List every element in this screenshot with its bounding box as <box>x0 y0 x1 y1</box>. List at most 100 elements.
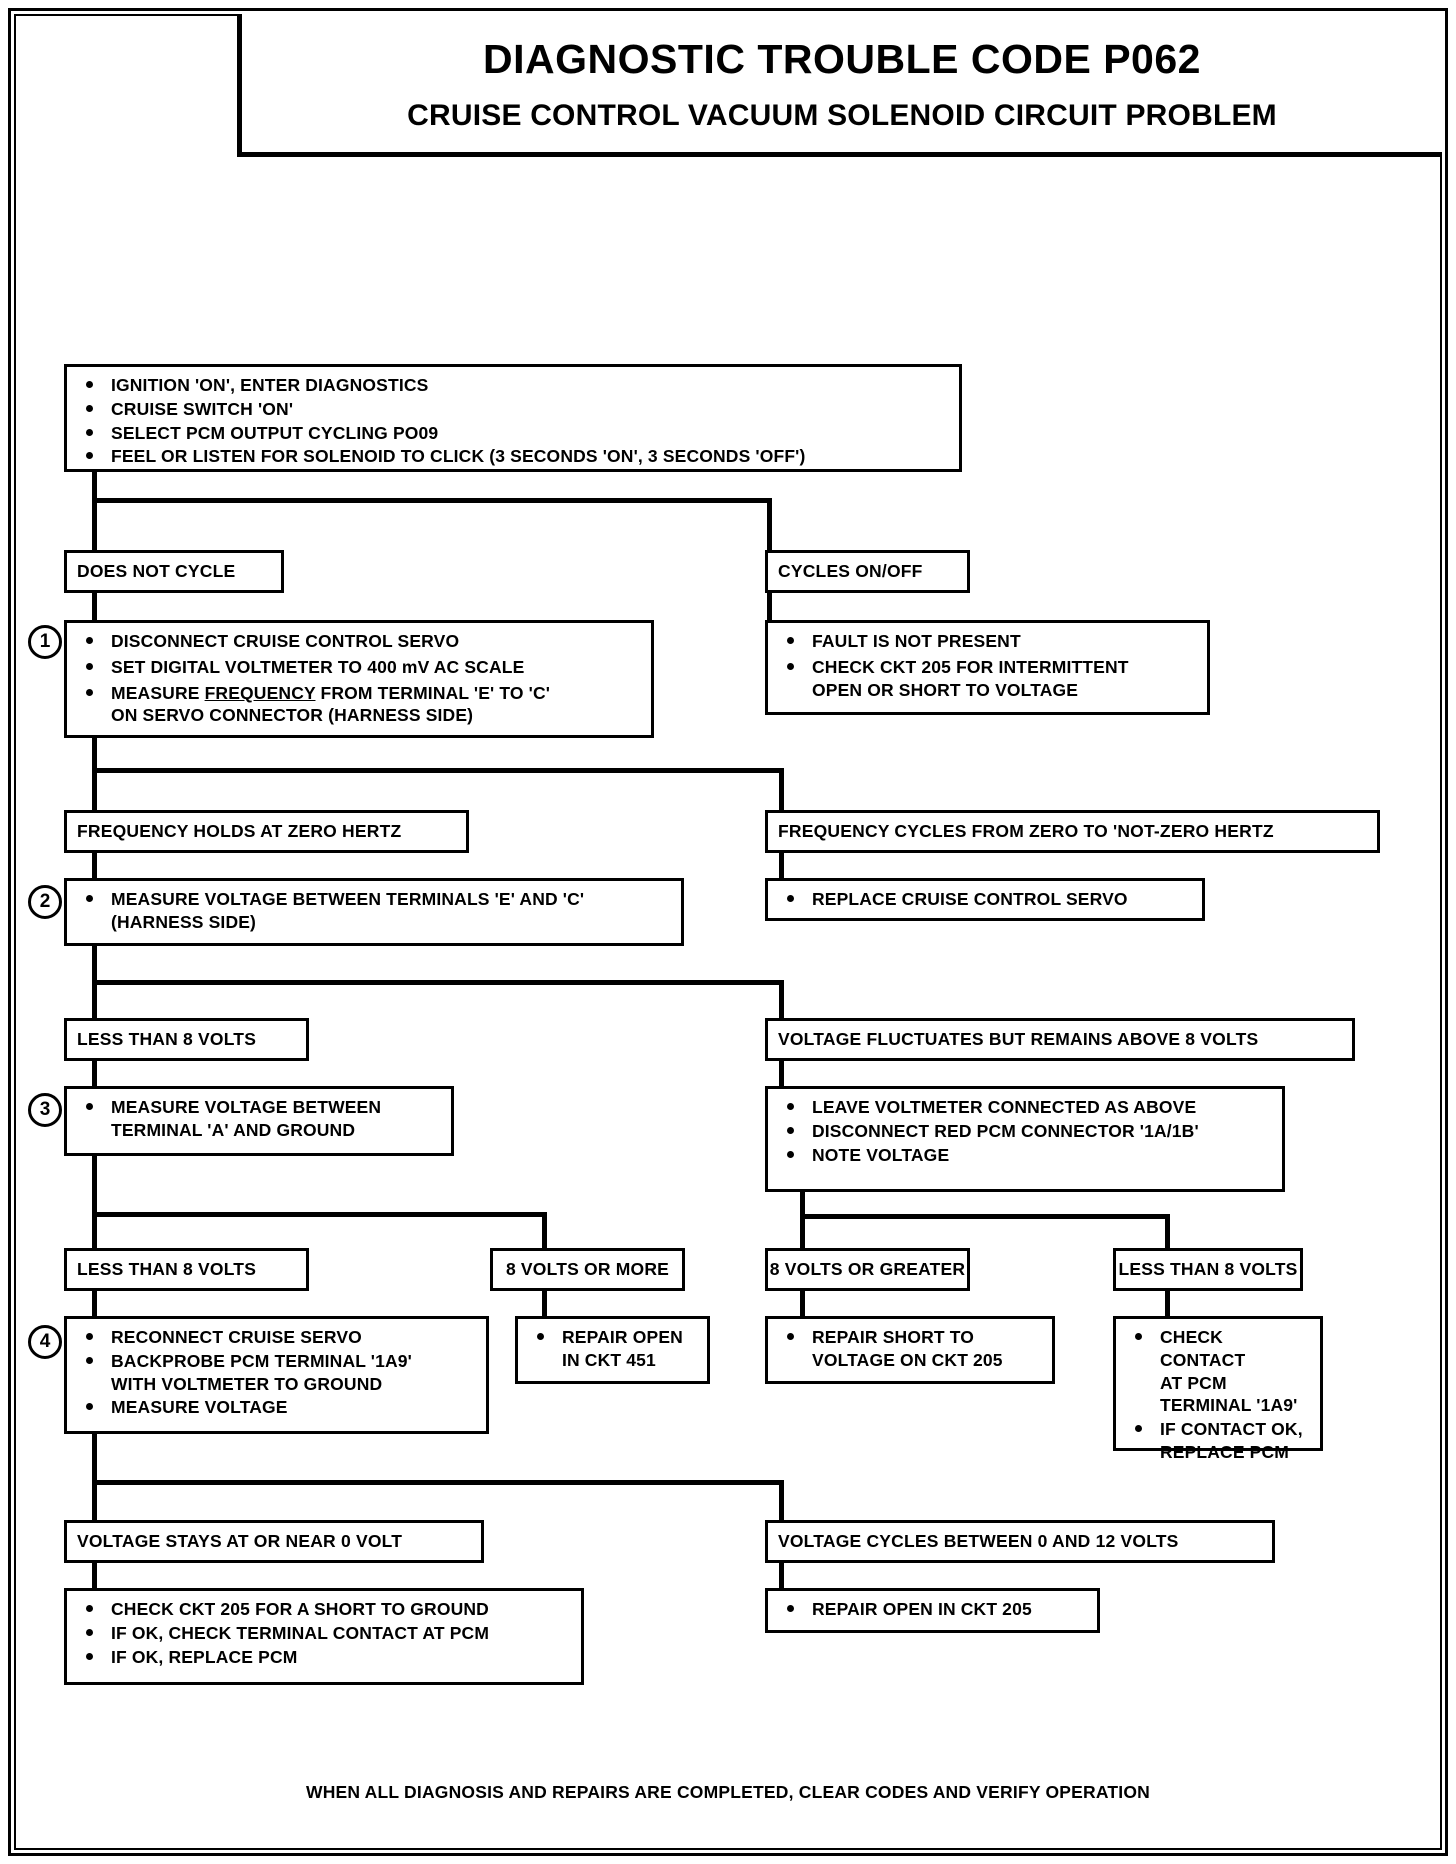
text-line1: MEASURE VOLTAGE BETWEEN TERMINALS 'E' AN… <box>111 889 585 909</box>
connector-vertical <box>1165 1214 1170 1250</box>
list-item: BACKPROBE PCM TERMINAL '1A9'WITH VOLTMET… <box>77 1350 478 1396</box>
connector-horizontal <box>92 1480 784 1485</box>
step-number-1: 1 <box>28 625 62 659</box>
connector-vertical <box>779 1563 784 1591</box>
connector-vertical <box>542 1212 547 1250</box>
branch-label-8-volts-or-greater: 8 VOLTS OR GREATER <box>765 1248 970 1291</box>
step-number-3: 3 <box>28 1093 62 1127</box>
final-right-bullet-list: REPAIR OPEN IN CKT 205 <box>768 1591 1097 1628</box>
branch-label-text: VOLTAGE STAYS AT OR NEAR 0 VOLT <box>77 1531 403 1551</box>
footer-note: WHEN ALL DIAGNOSIS AND REPAIRS ARE COMPL… <box>306 1782 1150 1802</box>
text-line1: CHECK CONTACT <box>1160 1327 1246 1370</box>
text-line1: CHECK CKT 205 FOR INTERMITTENT <box>812 656 1129 677</box>
connector-vertical <box>779 853 784 881</box>
connector-vertical <box>1165 1291 1170 1319</box>
branch-label-text: FREQUENCY HOLDS AT ZERO HERTZ <box>77 821 402 841</box>
fault-not-present-box: FAULT IS NOT PRESENT CHECK CKT 205 FOR I… <box>765 620 1210 715</box>
list-item: MEASURE VOLTAGE <box>77 1396 478 1419</box>
connector-horizontal <box>92 768 784 773</box>
connector-vertical <box>92 738 97 772</box>
branch-label-voltage-near-zero: VOLTAGE STAYS AT OR NEAR 0 VOLT <box>64 1520 484 1563</box>
list-item: NOTE VOLTAGE <box>778 1144 1274 1167</box>
list-item: FAULT IS NOT PRESENT <box>778 630 1199 653</box>
list-item: SET DIGITAL VOLTMETER TO 400 mV AC SCALE <box>77 656 643 679</box>
branch-label-less-than-8-volts: LESS THAN 8 VOLTS <box>64 1018 309 1061</box>
list-item: REPLACE CRUISE CONTROL SERVO <box>778 888 1194 911</box>
text-post: FROM TERMINAL 'E' TO 'C' <box>315 682 551 703</box>
text-line2: WITH VOLTMETER TO GROUND <box>111 1373 383 1394</box>
page-subtitle: CRUISE CONTROL VACUUM SOLENOID CIRCUIT P… <box>407 99 1277 132</box>
step3-right-action-box: LEAVE VOLTMETER CONNECTED AS ABOVE DISCO… <box>765 1086 1285 1192</box>
connector-vertical <box>92 1563 97 1591</box>
list-item: IGNITION 'ON', ENTER DIAGNOSTICS <box>77 374 951 397</box>
branch-label-text: DOES NOT CYCLE <box>77 561 236 581</box>
text-line1: REPAIR SHORT TO <box>812 1327 975 1347</box>
connector-vertical <box>92 1061 97 1089</box>
list-item: DISCONNECT CRUISE CONTROL SERVO <box>77 630 643 653</box>
step4-action-box: RECONNECT CRUISE SERVO BACKPROBE PCM TER… <box>64 1316 489 1434</box>
intro-box: IGNITION 'ON', ENTER DIAGNOSTICS CRUISE … <box>64 364 962 472</box>
step1-action-box: DISCONNECT CRUISE CONTROL SERVO SET DIGI… <box>64 620 654 738</box>
text-line2: REPLACE PCM <box>1160 1441 1290 1462</box>
text-line2: IN CKT 451 <box>562 1349 656 1370</box>
step2-bullet-list: MEASURE VOLTAGE BETWEEN TERMINALS 'E' AN… <box>67 881 681 941</box>
connector-horizontal <box>92 980 784 985</box>
replace-servo-bullet-list: REPLACE CRUISE CONTROL SERVO <box>768 881 1202 918</box>
text-line1: MEASURE VOLTAGE BETWEEN <box>111 1097 382 1117</box>
connector-vertical <box>92 1434 97 1484</box>
list-item: REPAIR OPEN IN CKT 205 <box>778 1598 1089 1621</box>
text-line2: VOLTAGE ON CKT 205 <box>812 1349 1003 1370</box>
branch-label-8-volts-or-more: 8 VOLTS OR MORE <box>490 1248 685 1291</box>
list-item: FEEL OR LISTEN FOR SOLENOID TO CLICK (3 … <box>77 445 951 468</box>
text-line1: BACKPROBE PCM TERMINAL '1A9' <box>111 1350 412 1371</box>
connector-vertical <box>767 498 772 550</box>
branch-label-voltage-fluctuates: VOLTAGE FLUCTUATES BUT REMAINS ABOVE 8 V… <box>765 1018 1355 1061</box>
replace-servo-box: REPLACE CRUISE CONTROL SERVO <box>765 878 1205 921</box>
text-line2: ON SERVO CONNECTOR (HARNESS SIDE) <box>111 705 474 726</box>
final-left-bullet-list: CHECK CKT 205 FOR A SHORT TO GROUND IF O… <box>67 1591 581 1676</box>
branch-label-less-than-8-volts-b: LESS THAN 8 VOLTS <box>1113 1248 1303 1291</box>
list-item: DISCONNECT RED PCM CONNECTOR '1A/1B' <box>778 1120 1274 1143</box>
final-right-action-box: REPAIR OPEN IN CKT 205 <box>765 1588 1100 1633</box>
connector-vertical <box>92 946 97 984</box>
fault-bullet-list: FAULT IS NOT PRESENT CHECK CKT 205 FOR I… <box>768 623 1207 708</box>
connector-vertical <box>92 1480 97 1522</box>
branch-label-less-than-8-volts-a: LESS THAN 8 VOLTS <box>64 1248 309 1291</box>
step-number-4: 4 <box>28 1325 62 1359</box>
step-number-2: 2 <box>28 885 62 919</box>
text-line2: OPEN OR SHORT TO VOLTAGE <box>812 679 1079 700</box>
branch-label-text: LESS THAN 8 VOLTS <box>77 1029 257 1049</box>
text-line3: TERMINAL '1A9' <box>1160 1395 1298 1416</box>
branch-label-voltage-cycles: VOLTAGE CYCLES BETWEEN 0 AND 12 VOLTS <box>765 1520 1275 1563</box>
list-item: CRUISE SWITCH 'ON' <box>77 398 951 421</box>
list-item: IF OK, CHECK TERMINAL CONTACT AT PCM <box>77 1622 573 1645</box>
connector-horizontal <box>92 1212 547 1217</box>
branch-label-text: 8 VOLTS OR GREATER <box>769 1259 966 1279</box>
branch-label-text: VOLTAGE CYCLES BETWEEN 0 AND 12 VOLTS <box>778 1531 1179 1551</box>
list-item: CHECK CKT 205 FOR A SHORT TO GROUND <box>77 1598 573 1621</box>
connector-vertical <box>92 1291 97 1319</box>
connector-vertical <box>92 593 97 623</box>
list-item: SELECT PCM OUTPUT CYCLING PO09 <box>77 422 951 445</box>
branch-label-text: VOLTAGE FLUCTUATES BUT REMAINS ABOVE 8 V… <box>778 1029 1259 1049</box>
connector-horizontal <box>92 498 772 503</box>
branch-label-text: FREQUENCY CYCLES FROM ZERO TO 'NOT-ZERO … <box>778 821 1274 841</box>
list-item: IF CONTACT OK,REPLACE PCM <box>1126 1418 1312 1464</box>
branch-label-text: CYCLES ON/OFF <box>778 561 923 581</box>
branch-label-frequency-zero: FREQUENCY HOLDS AT ZERO HERTZ <box>64 810 469 853</box>
connector-horizontal <box>800 1214 1170 1219</box>
connector-vertical <box>779 768 784 813</box>
connector-vertical <box>800 1214 805 1250</box>
branch-label-cycles-on-off: CYCLES ON/OFF <box>765 550 970 593</box>
text-pre: MEASURE <box>111 682 205 703</box>
connector-vertical <box>542 1291 547 1319</box>
step2-action-box: MEASURE VOLTAGE BETWEEN TERMINALS 'E' AN… <box>64 878 684 946</box>
